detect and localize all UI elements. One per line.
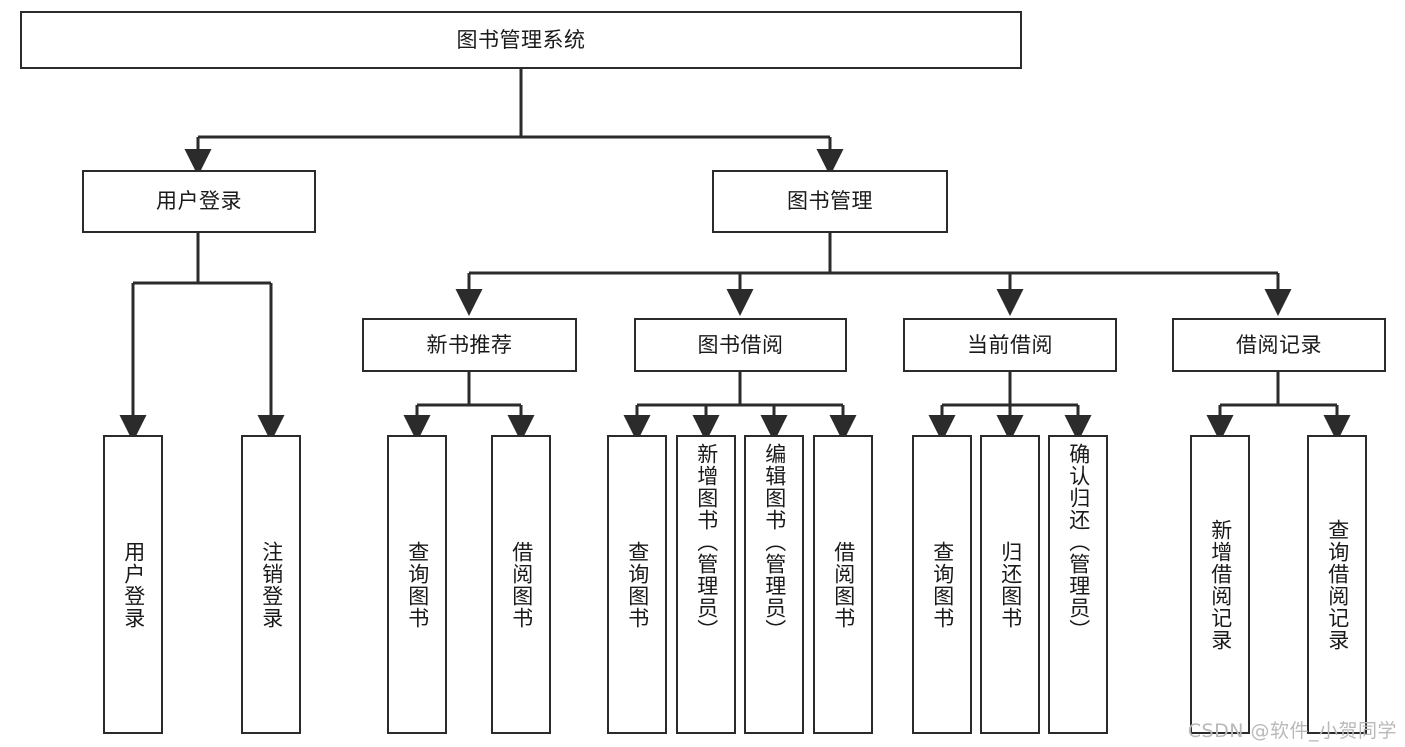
node-root-label: 图书管理系统	[456, 27, 586, 52]
node-current-borrow[interactable]: 当前借阅	[903, 318, 1117, 372]
edge-userlogin-to-leaves	[119, 233, 285, 442]
node-leaf-logout-login-label: 注销登录	[259, 540, 284, 629]
node-new-book-recommend-label: 新书推荐	[426, 332, 513, 357]
edge-bookborrow-to-leaves	[623, 372, 857, 442]
edge-currentborrow-to-leaves	[928, 372, 1092, 442]
node-leaf-user-login-label: 用户登录	[121, 540, 146, 629]
edge-bookmgmt-to-level3	[455, 233, 1292, 316]
node-leaf-query-book-3-label: 查询图书	[930, 540, 955, 629]
node-leaf-borrow-book-2[interactable]: 借阅图书	[813, 435, 873, 734]
node-book-borrow-label: 图书借阅	[697, 332, 784, 357]
node-borrow-record-label: 借阅记录	[1236, 332, 1322, 357]
node-leaf-query-record[interactable]: 查询借阅记录	[1307, 435, 1367, 734]
node-leaf-add-record[interactable]: 新增借阅记录	[1190, 435, 1250, 734]
node-leaf-borrow-book-1-label: 借阅图书	[509, 540, 534, 629]
node-current-borrow-label: 当前借阅	[967, 332, 1053, 357]
node-leaf-query-book-3[interactable]: 查询图书	[912, 435, 972, 734]
node-book-borrow[interactable]: 图书借阅	[634, 318, 847, 372]
node-leaf-borrow-book-2-label: 借阅图书	[831, 540, 856, 629]
node-leaf-confirm-return[interactable]: 确认归还（管理员）	[1048, 435, 1108, 734]
node-leaf-logout-login[interactable]: 注销登录	[241, 435, 301, 734]
node-leaf-user-login[interactable]: 用户登录	[103, 435, 163, 734]
node-leaf-edit-book-label: 编辑图书（管理员）	[762, 443, 787, 641]
node-leaf-return-book[interactable]: 归还图书	[980, 435, 1040, 734]
node-leaf-add-book-label: 新增图书（管理员）	[694, 443, 719, 641]
csdn-watermark: CSDN @软件_小贺同学	[1187, 720, 1397, 742]
node-user-login-label: 用户登录	[156, 189, 242, 213]
edge-newbook-to-leaves	[403, 372, 535, 442]
node-root[interactable]: 图书管理系统	[20, 11, 1022, 69]
node-leaf-query-book-2-label: 查询图书	[625, 540, 650, 629]
node-leaf-borrow-book-1[interactable]: 借阅图书	[491, 435, 551, 734]
edge-borrowrecord-to-leaves	[1206, 372, 1351, 442]
node-leaf-query-book-2[interactable]: 查询图书	[607, 435, 667, 734]
node-leaf-query-record-label: 查询借阅记录	[1325, 518, 1350, 651]
node-leaf-query-book-1-label: 查询图书	[405, 540, 430, 629]
edge-root-to-level2	[184, 69, 844, 176]
node-leaf-add-book[interactable]: 新增图书（管理员）	[676, 435, 736, 734]
node-leaf-confirm-return-label: 确认归还（管理员）	[1066, 443, 1091, 641]
node-borrow-record[interactable]: 借阅记录	[1172, 318, 1386, 372]
node-book-management-label: 图书管理	[787, 189, 873, 213]
node-book-management[interactable]: 图书管理	[712, 170, 948, 233]
node-leaf-query-book-1[interactable]: 查询图书	[387, 435, 447, 734]
node-leaf-edit-book[interactable]: 编辑图书（管理员）	[744, 435, 804, 734]
node-leaf-add-record-label: 新增借阅记录	[1208, 518, 1233, 651]
node-leaf-return-book-label: 归还图书	[998, 540, 1023, 629]
node-new-book-recommend[interactable]: 新书推荐	[362, 318, 577, 372]
node-user-login[interactable]: 用户登录	[82, 170, 316, 233]
